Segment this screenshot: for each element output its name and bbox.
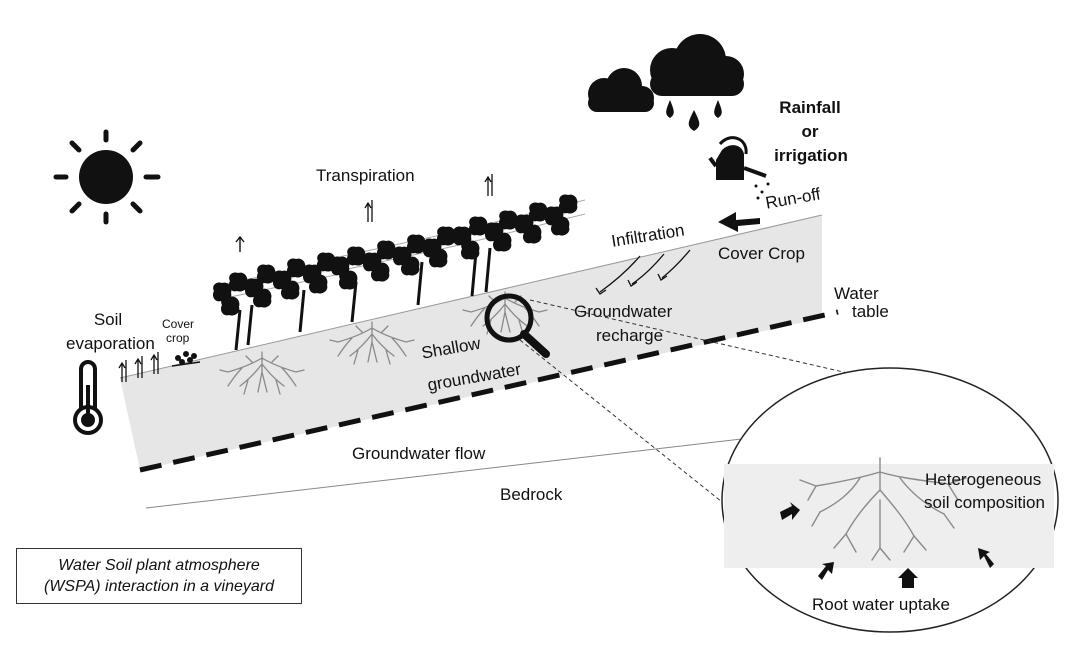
rainfall-label-3: irrigation xyxy=(774,146,848,165)
magnifier-icon xyxy=(484,293,550,358)
rainfall-label-2: or xyxy=(801,122,819,141)
vine-icon xyxy=(452,194,578,297)
run-off-arrow-icon xyxy=(718,212,760,232)
groundwater-flow-label: Groundwater flow xyxy=(352,444,486,463)
arrow-icon xyxy=(364,199,373,223)
caption-line-2: (WSPA) interaction in a vineyard xyxy=(43,578,274,595)
groundwater-recharge-label-2: recharge xyxy=(596,326,664,345)
rain-drop-icon xyxy=(666,100,722,131)
vine-icon xyxy=(330,226,456,323)
bedrock-label: Bedrock xyxy=(500,485,563,504)
soil-layer xyxy=(120,215,822,470)
heterogeneous-label-1: Heterogeneous xyxy=(925,470,1042,489)
transpiration-label: Transpiration xyxy=(316,166,415,185)
cover-crop-small-label-2: crop xyxy=(166,331,190,345)
arrow-icon xyxy=(484,173,493,197)
arrow-icon xyxy=(978,548,994,568)
zoom-connector xyxy=(529,299,853,375)
watering-can-icon xyxy=(708,136,770,200)
arrow-icon xyxy=(235,236,245,253)
caption-box: Water Soil plant atmosphere (WSPA) inter… xyxy=(16,548,302,604)
sun-icon xyxy=(53,129,161,225)
cloud-icon xyxy=(588,34,744,112)
vine-icon xyxy=(212,252,336,351)
arrow-icon xyxy=(898,568,918,588)
arrow-icon xyxy=(818,562,834,580)
bedrock-line xyxy=(145,437,751,509)
soil-evaporation-label-2: evaporation xyxy=(66,334,155,353)
cover-crop-small-label-1: Cover xyxy=(162,317,195,331)
water-table-line xyxy=(139,309,839,473)
rainfall-label-1: Rainfall xyxy=(779,98,841,117)
water-table-label-2: table xyxy=(852,302,889,321)
zoom-connector xyxy=(519,339,723,503)
infiltration-arrows xyxy=(595,249,691,295)
arrow-icon xyxy=(780,502,800,520)
root-water-uptake-label: Root water uptake xyxy=(812,595,950,614)
ground-surface-line xyxy=(119,214,823,379)
soil-evaporation-label-1: Soil xyxy=(93,310,123,329)
water-table-label-1: Water xyxy=(834,284,879,303)
caption-line-1: Water Soil plant atmosphere xyxy=(58,557,260,574)
heterogeneous-label-2: soil composition xyxy=(924,493,1045,512)
groundwater-recharge-label-1: Groundwater xyxy=(574,302,673,321)
cover-crop-plant-icon xyxy=(171,351,201,367)
thermometer-icon xyxy=(73,360,103,435)
zoom-inset xyxy=(721,367,1059,633)
cover-crop-label: Cover Crop xyxy=(718,244,805,263)
